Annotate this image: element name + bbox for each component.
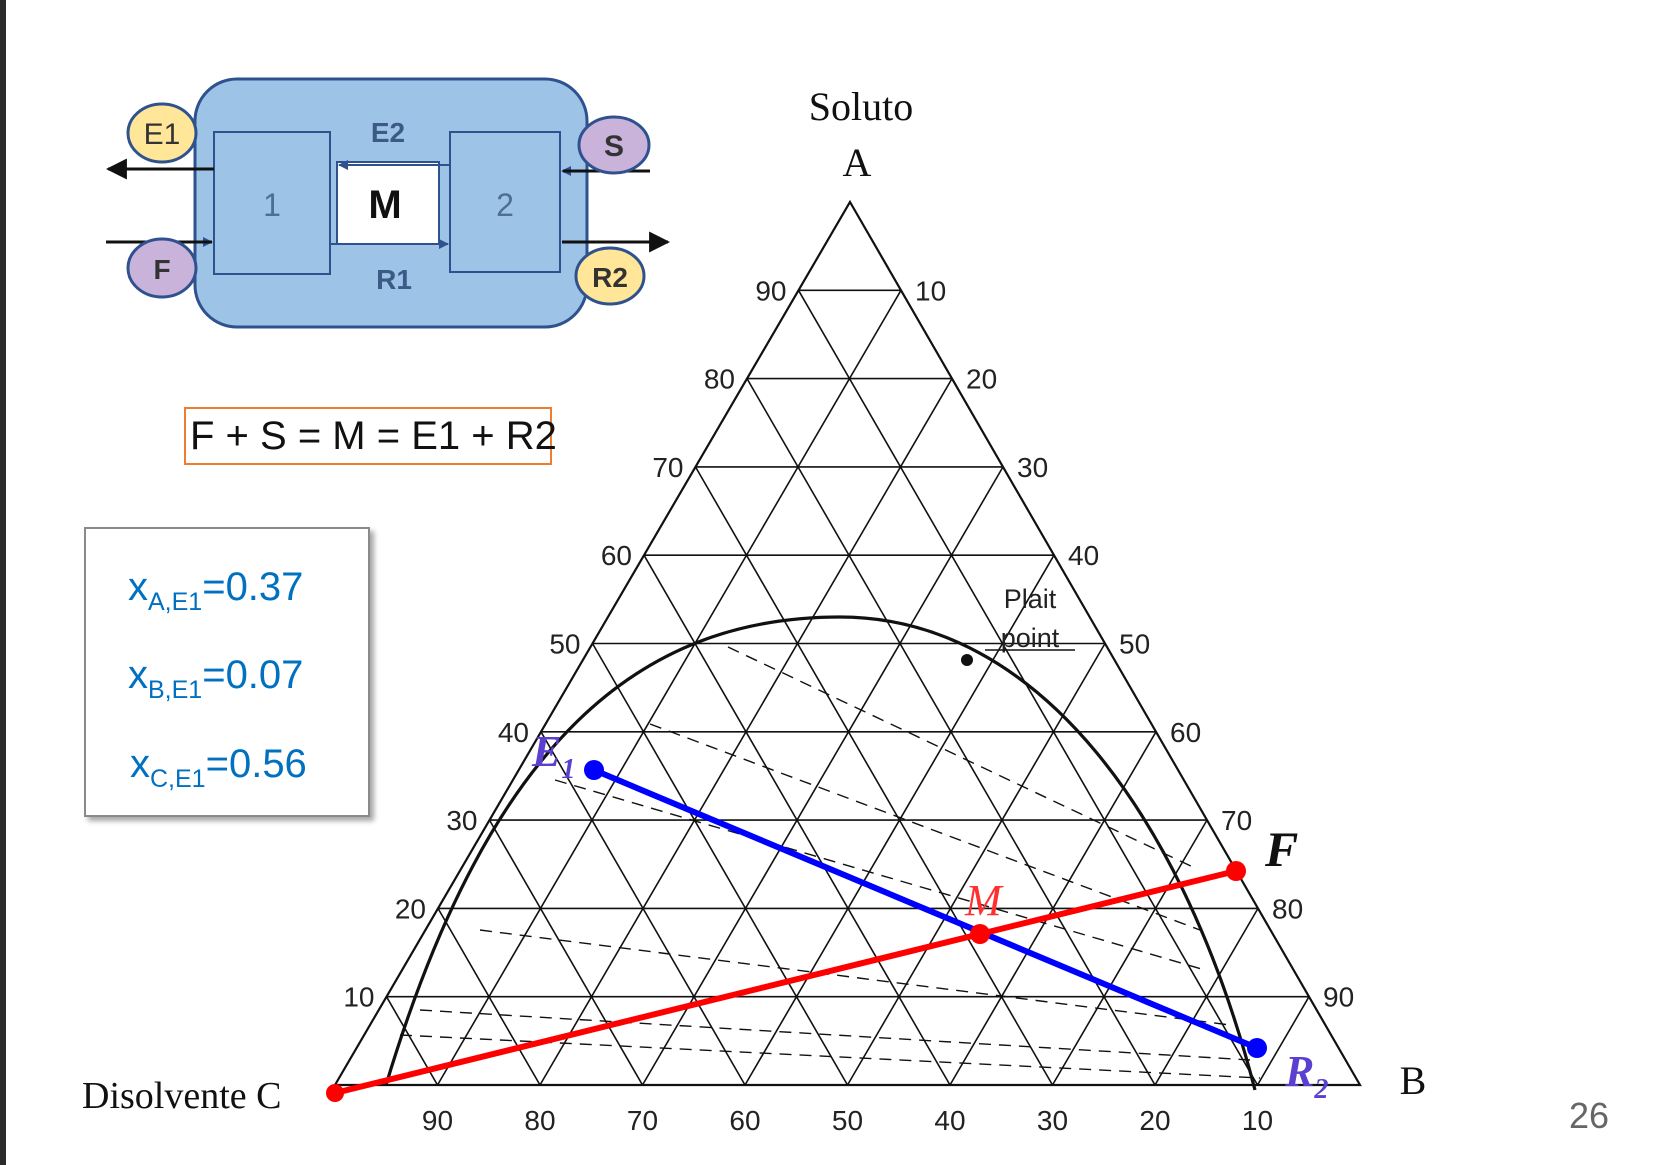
grid-line <box>539 378 953 1086</box>
mixer-box <box>336 161 440 245</box>
e1-point <box>584 760 604 780</box>
mass-balance-equation: F + S = M = E1 + R2 <box>184 407 557 465</box>
mixer-label: M <box>368 183 401 227</box>
ternary-grid <box>333 199 1362 1087</box>
stage-1-box <box>213 131 331 275</box>
s-stream-bubble <box>577 115 651 175</box>
f-stream-bubble <box>126 237 198 299</box>
apex-top-label: A <box>843 140 872 185</box>
tick-label: 60 <box>729 1105 760 1136</box>
grid-line <box>1256 996 1310 1086</box>
page-number: 26 <box>1568 1095 1609 1136</box>
tick-label: 90 <box>1323 982 1354 1013</box>
grid-line <box>694 466 1054 1086</box>
e1-stream-bubble <box>126 102 198 164</box>
r2-point <box>1247 1038 1267 1058</box>
tick-label: 80 <box>1272 893 1303 924</box>
binodal-curve <box>384 615 1257 1091</box>
tick-label: 10 <box>1242 1105 1273 1136</box>
s-stream-label: S <box>604 130 624 163</box>
r2-point-label: R2 <box>1284 1047 1328 1105</box>
tick-label: 80 <box>524 1105 555 1136</box>
grid-line <box>797 289 1259 1086</box>
tick-label: 90 <box>755 275 786 306</box>
r2-stream-bubble <box>574 246 646 306</box>
solvent-c-point <box>326 1084 344 1102</box>
tick-label: 50 <box>549 629 580 660</box>
grid-line <box>846 643 1106 1086</box>
tick-label: 90 <box>422 1105 453 1136</box>
grid-line <box>436 289 902 1086</box>
extract-composition-box: xA,E1=0.37 xB,E1=0.07 xC,E1=0.56 <box>84 527 370 817</box>
tick-label: 20 <box>1139 1105 1170 1136</box>
r1-stream-label: R1 <box>376 264 412 295</box>
plait-point-label-line1: Plait <box>1004 584 1057 614</box>
f-point-label: F <box>1264 821 1298 877</box>
r2-stream-label: R2 <box>592 262 628 293</box>
tie-line <box>399 1034 1261 1079</box>
grid-line <box>488 819 644 1086</box>
tick-label: 60 <box>601 540 632 571</box>
e2-stream-label: E2 <box>371 117 405 148</box>
composition-xb: xB,E1=0.07 <box>128 653 304 704</box>
tick-label: 20 <box>395 893 426 924</box>
tick-label: 20 <box>966 364 997 395</box>
stage-2-box <box>449 131 561 273</box>
apex-left-label: Disolvente C <box>82 1075 281 1117</box>
tick-label: 30 <box>446 805 477 836</box>
apex-right-label: B <box>1400 1058 1427 1103</box>
grid-line <box>746 378 1156 1086</box>
tick-label: 30 <box>1017 452 1048 483</box>
ternary-diagram: Plait point E1 R2 M F Soluto A B Disolve… <box>82 84 1426 1136</box>
left-edge-bar <box>0 0 6 1165</box>
feed-solvent-line <box>334 868 1237 1096</box>
m-point-label: M <box>964 876 1004 925</box>
tie-line <box>727 646 1196 869</box>
tick-label: 70 <box>1221 805 1252 836</box>
grid-line <box>641 466 1004 1086</box>
tie-lines <box>399 646 1261 1079</box>
composition-xa: xA,E1=0.37 <box>128 565 304 616</box>
composition-xc: xC,E1=0.56 <box>130 742 307 793</box>
tick-label: 10 <box>915 275 946 306</box>
tick-label: 40 <box>1068 540 1099 571</box>
tick-label: 50 <box>832 1105 863 1136</box>
tick-label: 60 <box>1170 717 1201 748</box>
grid-line <box>591 643 849 1086</box>
tick-label: 70 <box>652 452 683 483</box>
stage-2-label: 2 <box>496 187 514 223</box>
grid-line <box>1051 819 1208 1086</box>
plait-point-marker <box>961 654 973 666</box>
f-stream-label: F <box>153 254 170 285</box>
f-point <box>1226 861 1246 881</box>
tick-label: 40 <box>934 1105 965 1136</box>
tick-label: 40 <box>498 717 529 748</box>
extract-raffinate-line <box>592 767 1259 1051</box>
tie-line <box>649 723 1201 931</box>
tick-label: 50 <box>1119 629 1150 660</box>
tick-label: 30 <box>1037 1105 1068 1136</box>
e1-stream-label: E1 <box>144 118 181 151</box>
apex-top-title: Soluto <box>809 84 913 129</box>
e1-point-label: E1 <box>531 727 575 785</box>
plait-point-label-line2: point <box>1001 623 1060 653</box>
stage-1-label: 1 <box>263 187 281 223</box>
tick-label: 80 <box>704 364 735 395</box>
ternary-tick-labels: 90 10 90 80 20 80 70 30 70 60 40 60 50 50 50 40 60 40 30 70… <box>343 275 1354 1136</box>
m-point <box>970 924 990 944</box>
tie-line <box>479 929 1231 1026</box>
flow-diagram: 1 2 M E2 R1 E1 F S R2 <box>105 77 671 329</box>
tick-label: 10 <box>343 982 374 1013</box>
tick-label: 70 <box>627 1105 658 1136</box>
tie-line <box>554 779 1206 971</box>
